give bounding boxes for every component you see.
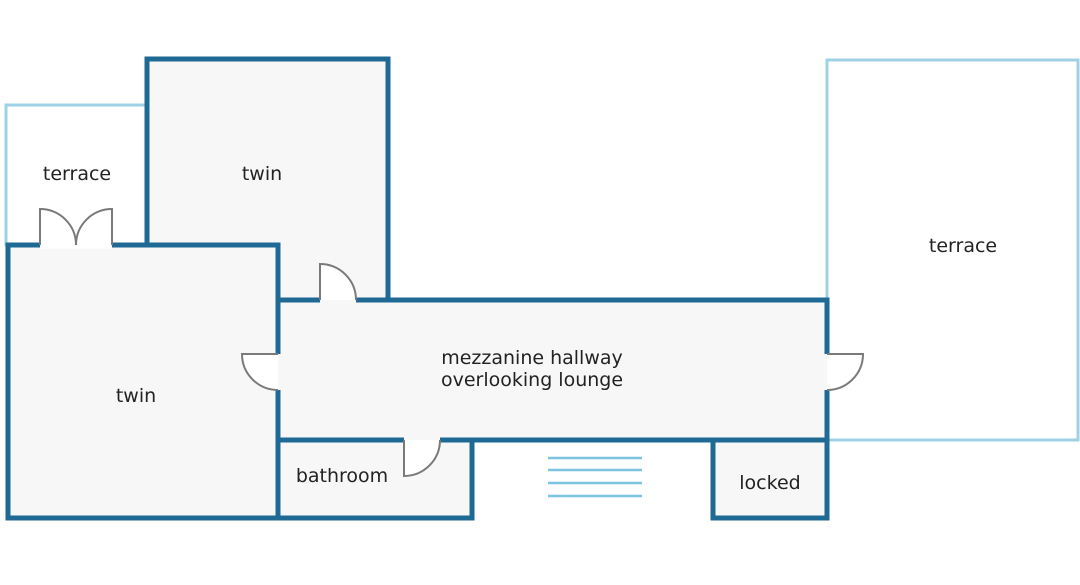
bathroom-door [403,436,441,478]
locked-label: locked [739,472,800,494]
hallway-label-line2: overlooking lounge [441,369,623,391]
terrace-double-door [39,207,113,249]
hallway-label-line1: mezzanine hallway [441,347,623,369]
twin-left-door [240,353,282,391]
terrace-right-label: terrace [929,235,997,257]
bathroom-room [275,437,475,521]
twin-top-door [319,262,357,304]
twin-room-left [5,242,281,521]
twin-left-label: twin [116,385,156,407]
terrace-right-outline [825,58,1080,442]
terrace-left-label: terrace [43,163,111,185]
stairs-icon [548,456,642,498]
locked-room [710,437,830,521]
terrace-right-door [823,353,865,391]
bathroom-label: bathroom [296,465,388,487]
twin-top-label: twin [242,163,282,185]
